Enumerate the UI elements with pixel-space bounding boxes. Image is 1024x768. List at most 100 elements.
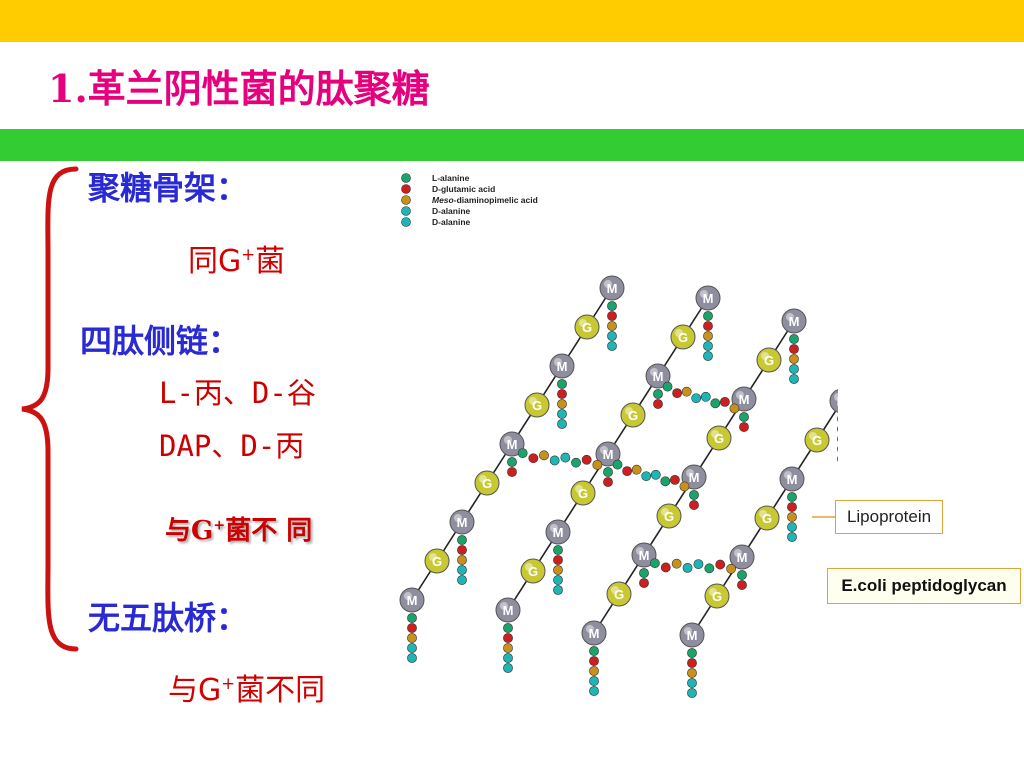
nam-sugar: M xyxy=(495,597,521,623)
legend-label: D-alanine xyxy=(432,217,471,227)
amino-acid-bead xyxy=(407,643,417,653)
left-brace-icon xyxy=(21,166,79,652)
tetrapeptide-note-tail: 菌不 同 xyxy=(225,516,313,546)
nam-sugar: M xyxy=(729,544,755,570)
amino-acid-bead xyxy=(589,656,599,666)
title-prefix: 1. xyxy=(48,66,88,111)
amino-acid-bead xyxy=(687,688,697,698)
legend-label: L-alanine xyxy=(432,173,470,183)
amino-acid-bead xyxy=(503,653,513,663)
figure-caption: E.coli peptidoglycan xyxy=(827,568,1021,604)
svg-text:M: M xyxy=(689,470,700,485)
amino-acid-bead xyxy=(560,452,571,463)
tetrapeptide-note-text: 与G xyxy=(165,516,214,546)
legend-dot-icon xyxy=(401,206,411,216)
nag-sugar: G xyxy=(524,392,550,418)
nag-sugar: G xyxy=(706,425,732,451)
amino-acid-bead xyxy=(553,545,563,555)
svg-text:M: M xyxy=(553,525,564,540)
amino-acid-bead xyxy=(789,354,799,364)
amino-acid-bead xyxy=(592,459,603,470)
amino-acid-bead xyxy=(837,456,838,462)
amino-acid-bead xyxy=(507,457,517,467)
amino-acid-bead xyxy=(729,403,740,414)
nag-sugar: G xyxy=(620,402,646,428)
amino-acid-bead xyxy=(503,633,513,643)
svg-text:G: G xyxy=(812,433,822,448)
svg-text:G: G xyxy=(764,353,774,368)
amino-acid-bead xyxy=(589,646,599,656)
nam-sugar: M xyxy=(681,464,707,490)
amino-acid-bead xyxy=(639,578,649,588)
amino-acid-bead xyxy=(517,448,528,459)
nam-sugar: M xyxy=(545,519,571,545)
bridge-value-sup: + xyxy=(221,674,236,693)
amino-acid-bead xyxy=(787,512,797,522)
svg-text:G: G xyxy=(678,330,688,345)
backbone-value-text: 同G xyxy=(188,244,242,279)
svg-text:M: M xyxy=(603,447,614,462)
legend-dot-icon xyxy=(401,173,411,183)
nag-sugar: G xyxy=(804,427,830,453)
nag-sugar: G xyxy=(520,558,546,584)
svg-text:G: G xyxy=(532,398,542,413)
svg-text:G: G xyxy=(582,320,592,335)
amino-acid-bead xyxy=(660,562,671,573)
svg-text:M: M xyxy=(737,550,748,565)
nam-sugar: M xyxy=(549,353,575,379)
amino-acid-bead xyxy=(549,455,560,466)
nam-sugar: M xyxy=(581,620,607,646)
amino-acid-bead xyxy=(607,341,617,351)
amino-acid-bead xyxy=(789,374,799,384)
svg-text:M: M xyxy=(407,593,418,608)
top-accent-bar xyxy=(0,0,1024,42)
nam-sugar: M xyxy=(449,509,475,535)
svg-text:M: M xyxy=(653,369,664,384)
amino-acid-bead xyxy=(687,648,697,658)
amino-acid-bead xyxy=(837,446,838,452)
green-divider-bar xyxy=(0,129,1024,161)
nag-sugar: G xyxy=(670,324,696,350)
nam-sugar: M xyxy=(679,622,705,648)
svg-text:M: M xyxy=(687,628,698,643)
amino-acid-bead xyxy=(737,570,747,580)
svg-text:G: G xyxy=(482,476,492,491)
nam-sugar: M xyxy=(779,466,805,492)
amino-acid-bead xyxy=(689,500,699,510)
svg-text:G: G xyxy=(614,587,624,602)
backbone-value-sup: + xyxy=(241,245,256,264)
amino-acid-bead xyxy=(407,653,417,663)
amino-acid-bead xyxy=(503,623,513,633)
nag-sugar: G xyxy=(574,314,600,340)
amino-acid-bead xyxy=(650,469,661,480)
bridge-value-text: 与G xyxy=(168,673,222,708)
tetrapeptide-line-1: L-丙、D-谷 xyxy=(159,376,316,410)
nag-sugar: G xyxy=(606,581,632,607)
svg-text:G: G xyxy=(664,509,674,524)
amino-acid-bead xyxy=(612,459,623,470)
nam-sugar: M xyxy=(499,431,525,457)
amino-acid-bead xyxy=(457,575,467,585)
nam-sugar: M xyxy=(631,542,657,568)
amino-acid-bead xyxy=(737,580,747,590)
svg-text:M: M xyxy=(503,603,514,618)
svg-text:M: M xyxy=(607,281,618,296)
nam-sugar: M xyxy=(595,441,621,467)
svg-text:G: G xyxy=(528,564,538,579)
svg-text:G: G xyxy=(628,408,638,423)
tetrapeptide-note-sup: + xyxy=(213,517,226,534)
amino-acid-bead xyxy=(687,678,697,688)
amino-acid-bead xyxy=(715,559,726,570)
amino-acid-bead xyxy=(704,563,715,574)
amino-acid-bead xyxy=(669,474,680,485)
svg-text:M: M xyxy=(787,472,798,487)
amino-acid-bead xyxy=(787,502,797,512)
nam-sugar: M xyxy=(399,587,425,613)
tetrapeptide-line-2: DAP、D-丙 xyxy=(159,429,305,463)
title-text: 革兰阴性菌的肽聚糖 xyxy=(87,66,430,111)
amino-acid-bead xyxy=(631,464,642,475)
legend-dot-icon xyxy=(401,217,411,227)
amino-acid-bead xyxy=(789,364,799,374)
nag-sugar: G xyxy=(570,480,596,506)
amino-acid-bead xyxy=(503,663,513,673)
